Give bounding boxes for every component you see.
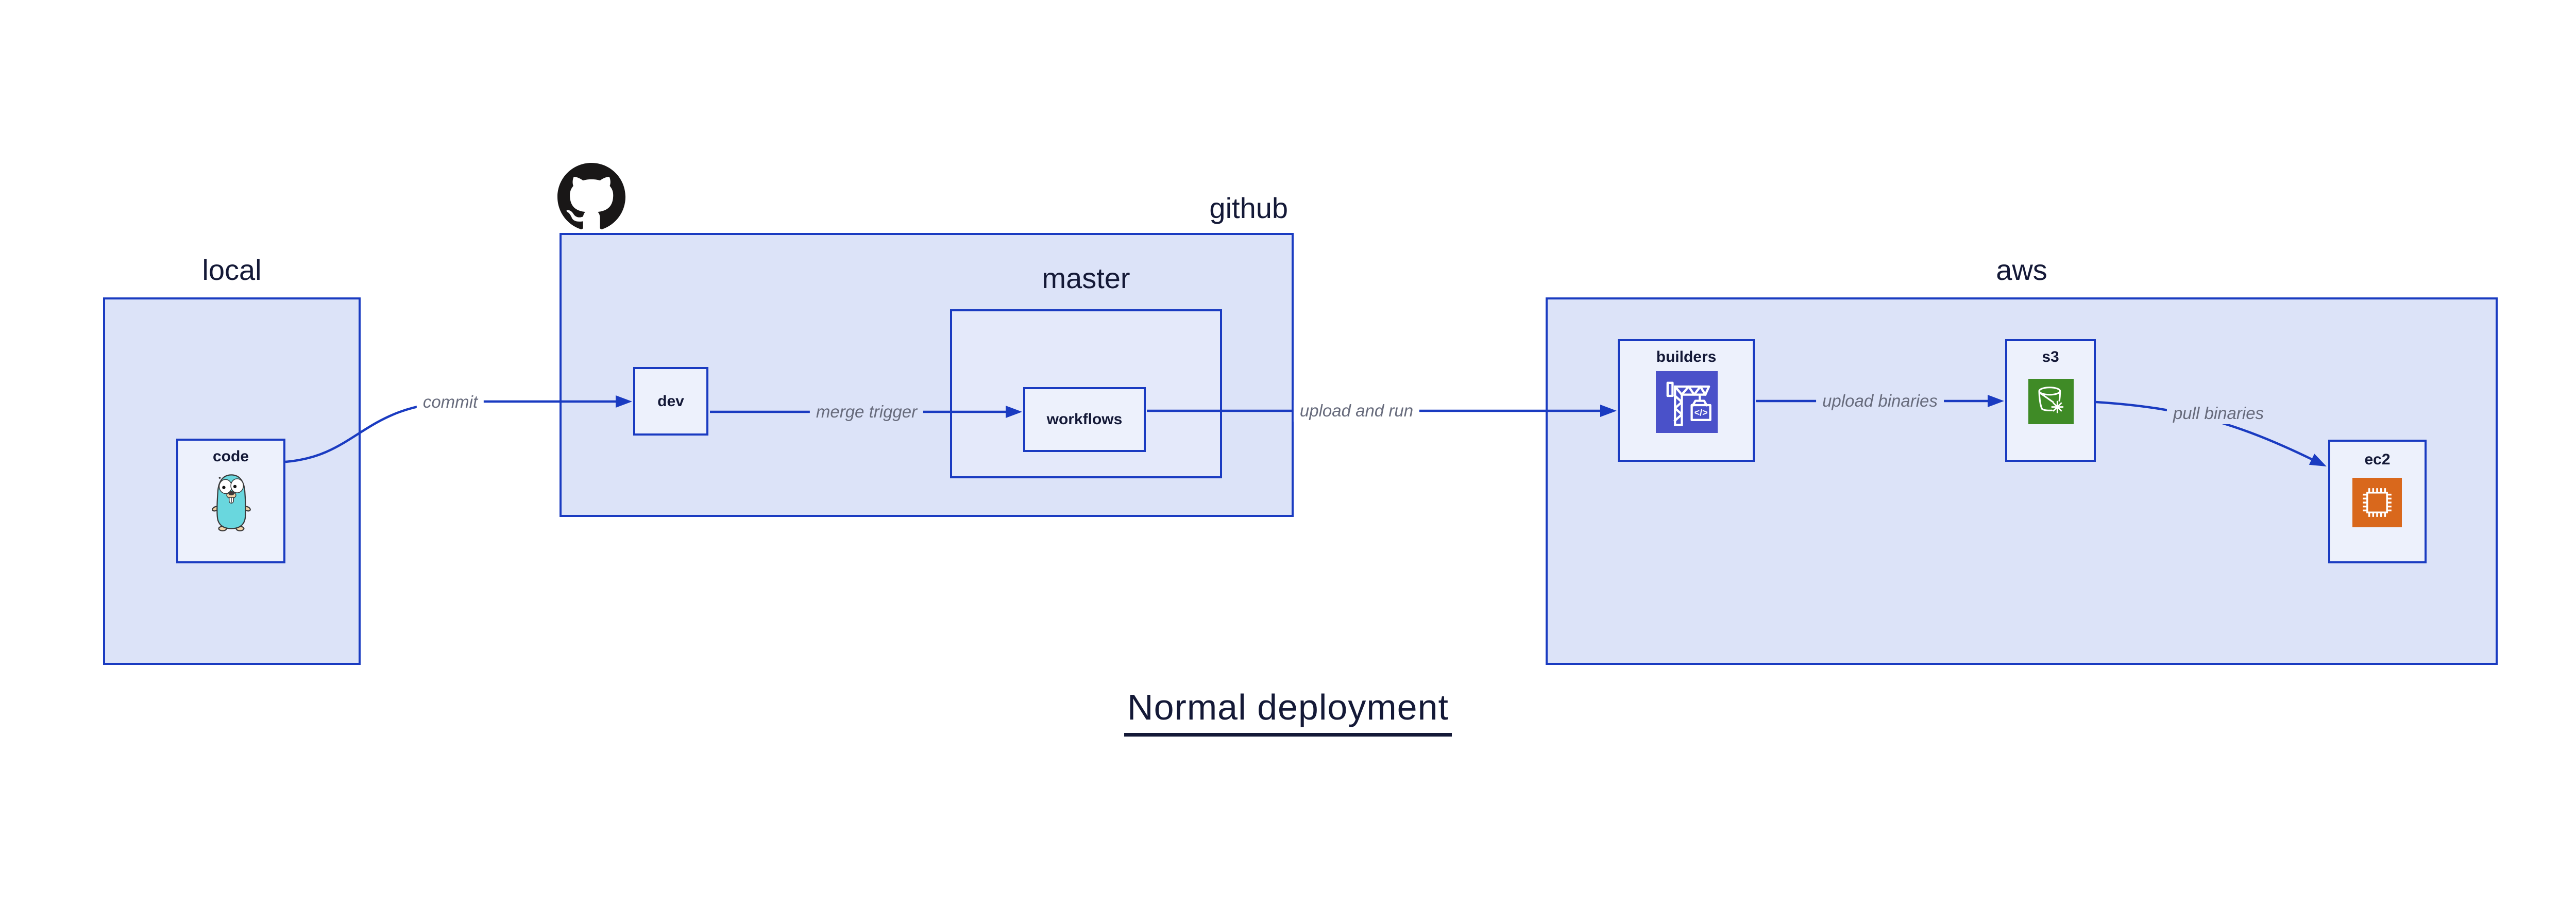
master-group-label: master bbox=[1042, 262, 1130, 294]
s3-node-label: s3 bbox=[2042, 348, 2059, 365]
builders-node-label: builders bbox=[1656, 348, 1717, 365]
go-gopher-icon bbox=[212, 474, 251, 531]
dev-node: dev bbox=[633, 367, 708, 436]
github-group-label: github bbox=[1209, 192, 1288, 224]
upload-and-run-edge-label: upload and run bbox=[1293, 400, 1420, 422]
upload-binaries-edge-label: upload binaries bbox=[1816, 390, 1944, 412]
diagram-title: Normal deployment bbox=[1124, 687, 1452, 737]
s3-bucket-snowflake-icon bbox=[2028, 379, 2074, 424]
aws-group-label: aws bbox=[1996, 254, 2047, 286]
ec2-chip-icon bbox=[2352, 478, 2402, 527]
codebuild-crane-icon: </> bbox=[1656, 371, 1718, 433]
code-node-label: code bbox=[212, 448, 249, 465]
svg-text:</>: </> bbox=[1694, 407, 1708, 417]
ec2-node-label: ec2 bbox=[2364, 451, 2391, 468]
merge-trigger-edge-label: merge trigger bbox=[809, 401, 924, 423]
workflows-node: workflows bbox=[1023, 387, 1146, 452]
commit-edge-label: commit bbox=[416, 391, 484, 413]
workflows-node-label: workflows bbox=[1046, 411, 1123, 428]
github-octocat-icon bbox=[557, 163, 625, 229]
dev-node-label: dev bbox=[657, 392, 684, 410]
pull-binaries-edge-label: pull binaries bbox=[2166, 403, 2270, 424]
local-group-label: local bbox=[202, 254, 262, 286]
